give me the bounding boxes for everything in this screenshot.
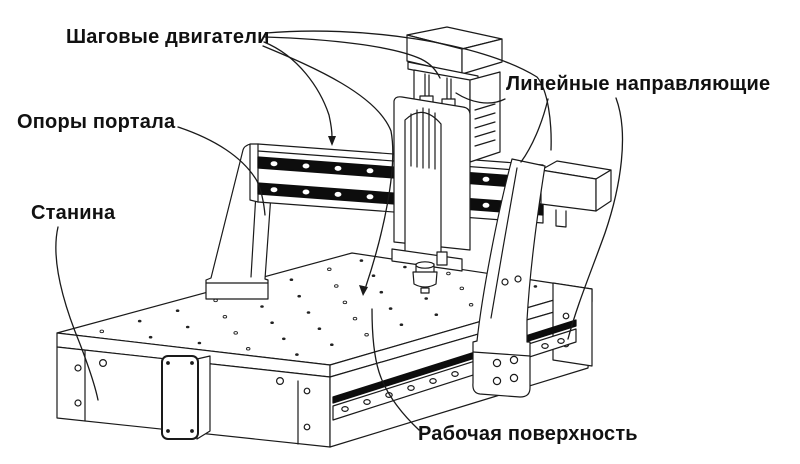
controller-box [162, 356, 210, 439]
label-stepper-motors: Шаговые двигатели [66, 26, 270, 48]
label-linear-guides: Линейные направляющие [506, 73, 771, 95]
x-rail-bolts [270, 161, 520, 210]
gantry-support-right [473, 159, 545, 397]
work-surface-holes [100, 259, 538, 356]
spindle-assembly [392, 97, 470, 293]
arrowhead-icon [359, 285, 368, 296]
arrowhead-icon [328, 136, 336, 146]
leader-bed [56, 227, 98, 400]
collet-chuck [413, 262, 437, 293]
label-work-surface: Рабочая поверхность [418, 423, 638, 445]
stepper-motor-x [541, 161, 611, 227]
leader-stepper-y-arrow [264, 42, 332, 137]
leader-lines [56, 31, 623, 430]
leader-guides-z [456, 93, 505, 103]
leader-stepper-z [265, 37, 440, 78]
label-bed: Станина [31, 202, 116, 224]
leader-guides-y [568, 98, 622, 339]
label-gantry-supports: Опоры портала [17, 111, 176, 133]
z-column-vents [475, 104, 495, 146]
spindle-fins [411, 108, 435, 169]
leader-guides-x [521, 99, 548, 162]
leader-work-surface [372, 309, 419, 430]
leader-stepper-x [266, 31, 551, 150]
leader-gantry-supports [178, 127, 265, 215]
leader-surface-arrow [263, 46, 393, 286]
